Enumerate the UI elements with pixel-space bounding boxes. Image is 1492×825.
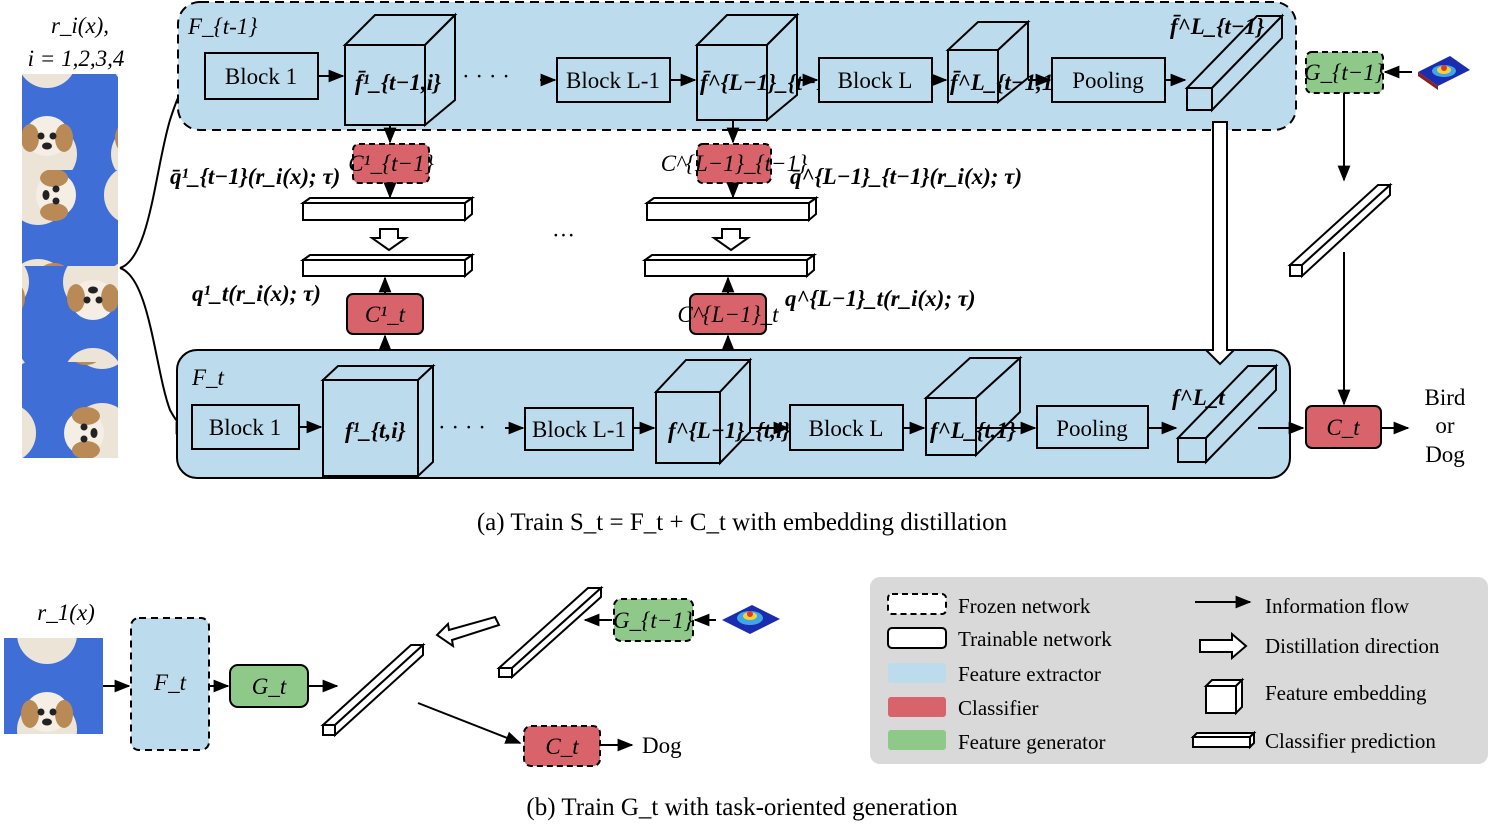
svg-text:C_t: C_t (1326, 415, 1360, 440)
legend-classifier-swatch (888, 697, 946, 717)
legend-trainable-swatch (887, 627, 947, 649)
svg-text:F_t: F_t (153, 670, 187, 695)
svg-text:f^{L−1}_{t,i}: f^{L−1}_{t,i} (668, 418, 790, 443)
embedding-distillation-arrow (1203, 121, 1237, 366)
trainable-feature-cube-l (923, 355, 1023, 458)
part-b-frozen-bar (496, 585, 604, 680)
legend-generator-swatch (888, 730, 946, 750)
part-b-input-label: r_1(x) (37, 600, 94, 625)
legend-prediction-label: Classifier prediction (1265, 729, 1436, 753)
trainable-network-name: F_t (191, 365, 225, 390)
legend-frozen-swatch (887, 593, 947, 615)
part-b-output: Dog (642, 733, 682, 758)
svg-text:G_{t−1}: G_{t−1} (613, 608, 693, 633)
svg-text:f^L_{t,1}: f^L_{t,1} (930, 418, 1016, 443)
legend-distill-arrow (1199, 631, 1248, 661)
dog-image-2 (22, 170, 118, 266)
svg-text:C_t: C_t (545, 734, 579, 759)
trainable-classifier-ct (1305, 405, 1382, 449)
part-b-gaussian-noise-icon (722, 605, 780, 634)
frozen-embedding-label: f̄^L_{t−1} (1170, 14, 1264, 39)
gaussian-noise-icon (1418, 56, 1470, 90)
legend-generator-label: Feature generator (958, 730, 1106, 754)
svg-text:C^{L−1}_t: C^{L−1}_t (677, 302, 779, 327)
trainable-prediction-l1-label: q^{L−1}_t(r_i(x); τ) (785, 286, 976, 311)
frozen-pooling (1051, 57, 1166, 103)
legend-trainable-label: Trainable network (958, 627, 1112, 651)
frozen-feature-cube-l1 (694, 12, 800, 123)
svg-text:Block L: Block L (809, 416, 884, 441)
svg-text:r_i(x),: r_i(x), (51, 13, 109, 38)
frozen-prediction-1-label: q̄¹_{t−1}(r_i(x); τ) (170, 164, 340, 189)
trainable-prediction-1-label: q¹_t(r_i(x); τ) (192, 281, 321, 306)
trainable-feature-cube-l1 (653, 357, 753, 466)
augmented-dog-images (22, 74, 118, 458)
legend: Frozen network Trainable network Feature… (870, 577, 1488, 764)
svg-text:Pooling: Pooling (1056, 416, 1128, 441)
svg-text:f¹_{t,i}: f¹_{t,i} (345, 418, 406, 443)
trainable-embedding-bar (1175, 363, 1279, 465)
output-a: Bird or Dog (1425, 385, 1466, 467)
legend-info-flow-label: Information flow (1265, 594, 1410, 618)
svg-text:C¹_{t−1}: C¹_{t−1} (348, 151, 434, 176)
dog-image-4 (22, 362, 118, 458)
legend-classifier-label: Classifier (958, 696, 1038, 720)
svg-text:G_t: G_t (252, 674, 287, 699)
legend-embedding-label: Feature embedding (1265, 681, 1427, 705)
part-b-frozen-generator (613, 598, 694, 642)
svg-text:C¹_t: C¹_t (365, 302, 406, 327)
frozen-pooling-label: Pooling (1072, 68, 1144, 93)
legend-extractor-swatch (888, 663, 946, 683)
frozen-block-l1-label: Block L-1 (566, 68, 660, 93)
frozen-feature-cube-l (945, 19, 1031, 105)
svg-text:i = 1,2,3,4: i = 1,2,3,4 (28, 46, 125, 71)
frozen-feature-cube-1 (342, 12, 458, 128)
svg-text:Dog: Dog (1425, 442, 1465, 467)
frozen-flow-arrows (318, 69, 1187, 144)
frozen-block-1 (204, 52, 319, 100)
input-transform-label: r_i(x), i = 1,2,3,4 (28, 13, 125, 71)
legend-prediction-bar (1190, 730, 1257, 750)
dog-image-1 (22, 74, 118, 170)
trainable-feature-cube-1 (320, 363, 436, 479)
caption-b: (b) Train G_t with task-oriented generat… (526, 794, 958, 821)
frozen-ellipsis: · · · · (462, 64, 510, 89)
svg-text:G_{t−1}: G_{t−1} (1304, 60, 1384, 85)
frozen-network-name: F_{t-1} (187, 14, 258, 39)
svg-text:Block L-1: Block L-1 (532, 417, 626, 442)
legend-extractor-label: Feature extractor (958, 662, 1101, 686)
middle-ellipsis: ··· (552, 223, 575, 248)
part-b-generated-bar (320, 642, 426, 738)
svg-text:Bird: Bird (1425, 385, 1466, 410)
part-b-frozen-extractor (130, 617, 210, 751)
frozen-prediction-l1-label: q̄^{L−1}_{t−1}(r_i(x); τ) (790, 164, 1022, 189)
generated-embedding-bar (1287, 182, 1393, 279)
dog-image-3 (22, 266, 118, 362)
svg-text:· · · ·: · · · · (438, 415, 486, 440)
trainable-pooling (1036, 405, 1149, 449)
distillation-arrows-vertical (368, 228, 752, 252)
legend-distill-label: Distillation direction (1265, 634, 1440, 658)
frozen-feature-l-label: f̄^L_{t−1,1} (950, 70, 1061, 95)
frozen-embedding-bar (1184, 13, 1285, 113)
frozen-feature-1-label: f̄¹_{t−1,i} (355, 70, 441, 95)
svg-text:f^L_t: f^L_t (1172, 385, 1225, 410)
part-b-distillation-arrow (435, 615, 501, 649)
svg-text:or: or (1435, 413, 1455, 438)
part-b-frozen-classifier (523, 725, 601, 767)
frozen-block-l-label: Block L (838, 68, 913, 93)
prediction-bars (299, 196, 820, 279)
legend-frozen-label: Frozen network (958, 594, 1091, 618)
frozen-classifier-l1 (696, 143, 772, 184)
frozen-block-1-label: Block 1 (225, 64, 297, 89)
legend-embedding-cube (1203, 677, 1245, 716)
trainable-flow-arrows (299, 420, 1410, 435)
caption-a: (a) Train S_t = F_t + C_t with embedding… (477, 509, 1008, 536)
svg-text:C^{L−1}_{t−1}: C^{L−1}_{t−1} (661, 151, 808, 176)
part-b-dog-image (4, 638, 103, 734)
svg-text:Block 1: Block 1 (209, 415, 281, 440)
